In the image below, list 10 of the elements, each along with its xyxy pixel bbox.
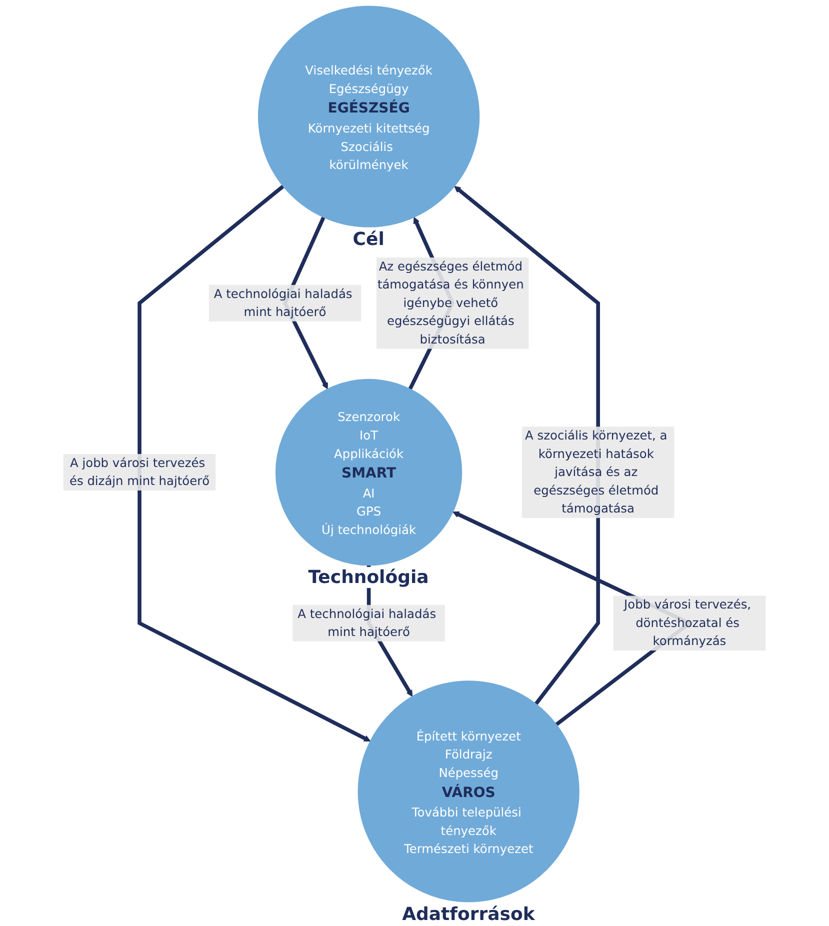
edge-label: A szociális környezet, a környezeti hatások javítása és az egészséges életmód támogatása [525,428,668,516]
edge-label: A technológiai haladás mint hajtóerő [298,606,436,640]
node-circle: Szenzorok IoT Applikációk SMART AI GPS Új technológiák [275,378,462,566]
node-circle: Viselkedési tényezők Egészségügy EGÉSZSÉG Környezeti kitettség Szociális körülmények [258,6,480,228]
arrow [138,184,371,742]
edge-label: A jobb városi tervezés és dizájn mint hajtóerő [69,456,210,488]
edge-label: Jobb városi tervezés, döntéshozatal és kormányzás [624,597,752,648]
edge-label: Az egészséges életmód támogatása és könnyen igénybe vehető egészségügyi ellátás biztosítása [377,258,524,347]
node-circle: Épített környezet Földrajz Népesség VÁROS További települési tényezők Természeti környezet [358,680,580,902]
edge-label: A technológiai haladás mint hajtóerő [214,286,352,320]
